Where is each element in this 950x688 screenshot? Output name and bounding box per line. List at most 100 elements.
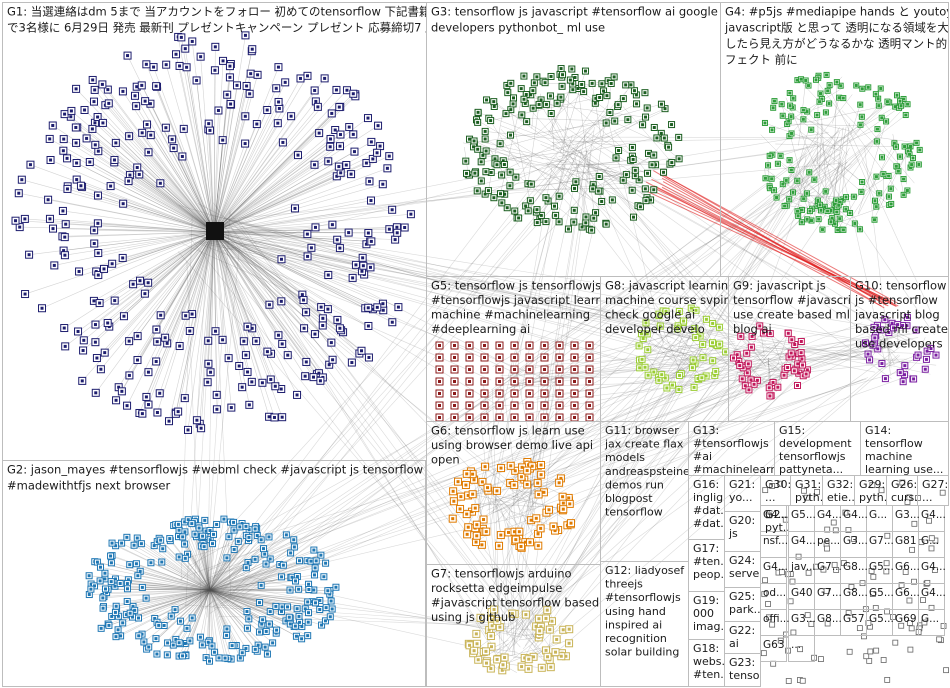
node-fill: [889, 187, 892, 190]
node-fill: [115, 399, 118, 402]
node-fill: [771, 128, 774, 131]
node-fill: [367, 306, 370, 309]
node-fill: [394, 238, 397, 241]
node-fill: [217, 109, 220, 112]
group-label-g3: G3: tensorflow js javascript #tensorflow…: [431, 5, 718, 35]
node-fill: [625, 173, 628, 176]
group-label-line: ...: [765, 491, 776, 504]
node-fill: [128, 174, 131, 177]
node-fill: [145, 597, 148, 600]
node-fill: [295, 635, 298, 638]
group-label-line: open: [431, 453, 460, 467]
node-fill: [66, 187, 69, 190]
node-fill: [221, 338, 224, 341]
node-fill: [802, 118, 805, 121]
node-fill: [484, 465, 487, 468]
node-fill: [526, 469, 529, 472]
small-group-label: G5...: [869, 613, 894, 625]
node-fill: [369, 266, 372, 269]
node-fill: [568, 628, 571, 631]
node-fill: [258, 601, 261, 604]
node-fill: [711, 359, 714, 362]
node-fill: [75, 87, 78, 90]
node-fill: [203, 545, 206, 548]
node-fill: [324, 562, 327, 565]
node-fill: [326, 589, 329, 592]
node: [908, 647, 913, 652]
node-fill: [329, 145, 332, 148]
group-label-line: G18:: [693, 642, 719, 655]
group-label-line: learning use...: [865, 463, 943, 476]
node-fill: [934, 354, 937, 357]
node-fill: [191, 40, 194, 43]
group-label-line: park...: [729, 603, 764, 616]
node-fill: [183, 397, 186, 400]
node-fill: [330, 112, 333, 115]
group-label-g10: G10: tensorflowjs #tensorflowjavascript …: [854, 279, 948, 351]
node-fill: [649, 198, 652, 201]
node-fill: [453, 416, 456, 419]
node-fill: [498, 626, 501, 629]
group-label-line: solar building: [605, 646, 679, 659]
node-fill: [483, 356, 486, 359]
node-fill: [260, 584, 263, 587]
group-label-line: #dat...: [693, 517, 731, 530]
node-fill: [331, 607, 334, 610]
node-fill: [861, 181, 864, 184]
node-fill: [527, 667, 530, 670]
node-fill: [634, 174, 637, 177]
node-fill: [633, 89, 636, 92]
group-label-line: G3: tensorflow js javascript #tensorflow…: [431, 5, 718, 19]
node-fill: [184, 557, 187, 560]
node-fill: [560, 655, 563, 658]
small-group-label: G8...: [817, 613, 842, 625]
group-label-line: yo...: [729, 491, 753, 504]
node-fill: [468, 644, 471, 647]
node-fill: [495, 163, 498, 166]
node-fill: [903, 364, 906, 367]
node-fill: [895, 94, 898, 97]
node-fill: [24, 293, 27, 296]
node-fill: [190, 522, 193, 525]
group-label-line: blogpost: [605, 492, 653, 505]
group-label-line: tensorflowjs: [779, 450, 846, 463]
node-fill: [159, 539, 162, 542]
group-label-g32: G32:etie...: [827, 478, 858, 504]
node-fill: [97, 274, 100, 277]
node-fill: [156, 340, 159, 343]
node-fill: [143, 292, 146, 295]
node-fill: [562, 628, 565, 631]
node-fill: [807, 84, 810, 87]
node-fill: [535, 75, 538, 78]
node-fill: [906, 189, 909, 192]
node-fill: [792, 97, 795, 100]
node-fill: [438, 356, 441, 359]
node-fill: [395, 226, 398, 229]
node-fill: [793, 369, 796, 372]
node-fill: [457, 480, 460, 483]
node-fill: [584, 215, 587, 218]
node-fill: [141, 586, 144, 589]
node-fill: [120, 390, 123, 393]
node-fill: [902, 193, 905, 196]
node-fill: [644, 187, 647, 190]
node-fill: [227, 535, 230, 538]
node-fill: [570, 522, 573, 525]
node-fill: [292, 538, 295, 541]
node-fill: [772, 189, 775, 192]
node-fill: [241, 386, 244, 389]
node-fill: [786, 366, 789, 369]
node-fill: [367, 232, 370, 235]
node-fill: [639, 205, 642, 208]
group-label-line: #machinelearn...: [693, 463, 788, 476]
node-fill: [558, 356, 561, 359]
node-fill: [915, 141, 918, 144]
node-fill: [513, 356, 516, 359]
node-fill: [227, 357, 230, 360]
node-fill: [224, 657, 227, 660]
node-fill: [792, 191, 795, 194]
node-fill: [137, 634, 140, 637]
node-fill: [561, 73, 564, 76]
node-fill: [438, 380, 441, 383]
node-fill: [330, 341, 333, 344]
